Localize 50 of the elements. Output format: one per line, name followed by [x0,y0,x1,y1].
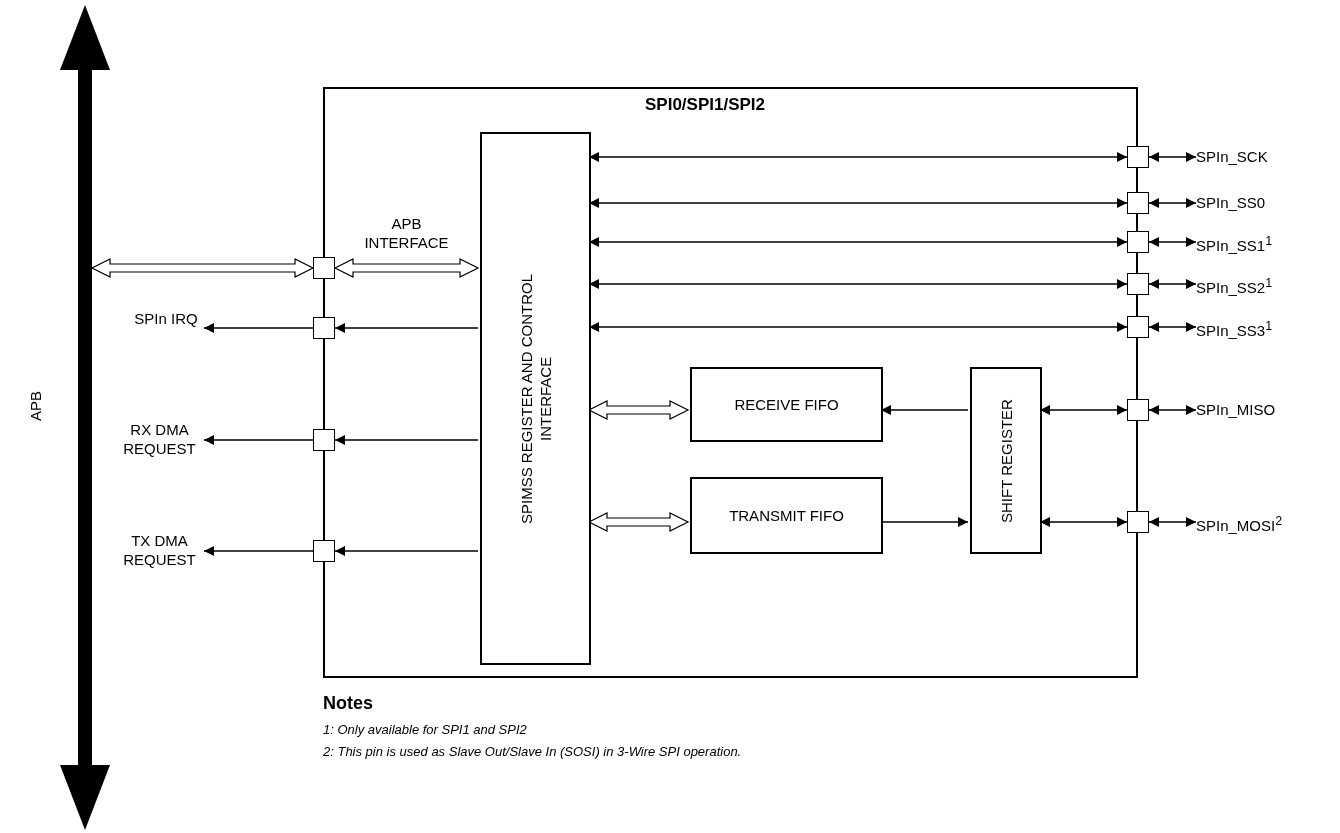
hollow-arrow [90,258,315,278]
arrow [203,323,314,333]
pin-square [1127,192,1149,214]
signal-label: SPIn_SS2$^{1}$ [1196,275,1273,297]
signal-label: RX DMA REQUEST [122,420,197,458]
pin-square [1127,146,1149,168]
signal-label: SPIn_MISO [1196,400,1276,419]
hollow-arrow [333,258,480,278]
block-box [970,367,1042,554]
signal-label: SPIn_MOSI$^{2}$ [1196,513,1283,535]
signal-label: TX DMA REQUEST [122,531,197,569]
pin-square [313,317,335,339]
arrow [203,435,314,445]
pin-square [1127,231,1149,253]
arrow [1148,279,1197,289]
block-label: RECEIVE FIFO [734,395,839,414]
bus-label: APB [26,391,45,421]
arrow [203,546,314,556]
arrow [1148,198,1197,208]
signal-label: SPIn_SS0 [1196,193,1266,212]
pin-square [313,540,335,562]
pin-square [1127,399,1149,421]
arrow [1148,517,1197,527]
pin-square [1127,316,1149,338]
arrow [334,435,479,445]
pin-square [313,429,335,451]
module-title: SPI0/SPI1/SPI2 [645,95,765,114]
signal-label: SPIn_SCK [1196,147,1268,166]
note-text: 2: This pin is used as Slave Out/Slave In (SOSI) in 3-Wire SPI operation. [323,744,742,759]
arrow [1148,405,1197,415]
block-label: TRANSMIT FIFO [729,506,844,525]
pin-square [1127,511,1149,533]
arrow [334,323,479,333]
module-box [323,87,1138,678]
signal-label: SPIn IRQ [133,309,199,328]
note-text: 1: Only available for SPI1 and SPI2 [323,722,527,737]
arrow [334,546,479,556]
block-label: SPIMSS REGISTER AND CONTROL INTERFACE [516,272,555,526]
block-label: SHIFT REGISTER [996,397,1016,525]
notes-heading: Notes [323,693,373,714]
arrow [1148,152,1197,162]
block-box [690,367,883,442]
signal-label: SPIn_SS3$^{1}$ [1196,318,1273,340]
block-box [690,477,883,554]
pin-square [313,257,335,279]
arrow [1148,322,1197,332]
pin-square [1127,273,1149,295]
block-box [480,132,591,665]
signal-label: SPIn_SS1$^{1}$ [1196,233,1273,255]
arrow [1148,237,1197,247]
